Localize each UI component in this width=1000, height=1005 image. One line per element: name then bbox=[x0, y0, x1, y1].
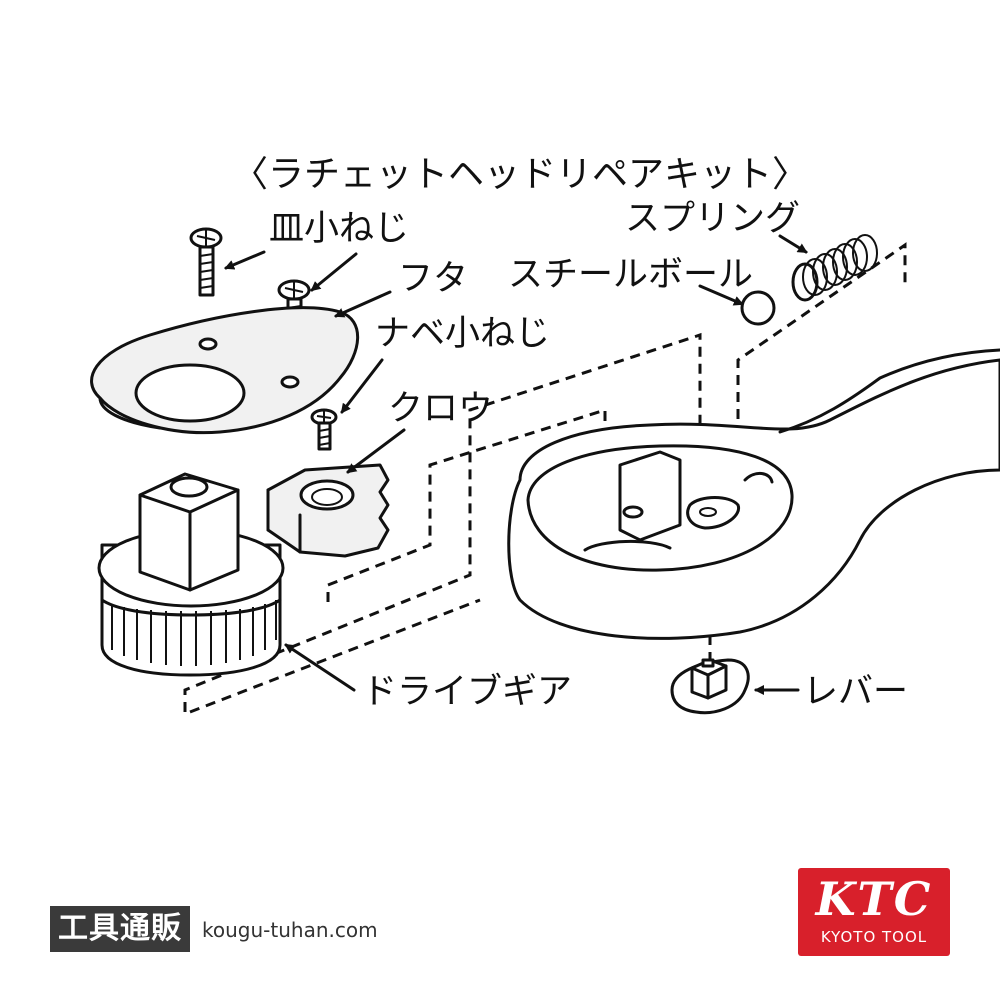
pan-head-screw-part bbox=[310, 408, 338, 451]
label-pawl: クロウ bbox=[388, 389, 493, 429]
spring-part bbox=[791, 234, 878, 302]
steel-ball-part bbox=[740, 290, 776, 326]
label-lever: レバー bbox=[803, 672, 908, 712]
lever-part bbox=[670, 658, 750, 715]
diagram-title: 〈ラチェットヘッドリペアキット〉 bbox=[232, 154, 808, 195]
ktc-logo-mark: KTC bbox=[815, 872, 933, 926]
label-pan-head-screw: ナベ小ねじ bbox=[375, 314, 550, 354]
site-url: kougu-tuhan.com bbox=[202, 918, 378, 942]
ratchet-body-part bbox=[507, 348, 1000, 640]
leader-arrows bbox=[224, 234, 808, 695]
label-spring: スプリング bbox=[625, 199, 800, 239]
label-steel-ball: スチールボール bbox=[508, 255, 753, 295]
label-lid: フタ bbox=[398, 259, 468, 299]
ktc-logo-subtitle: KYOTO TOOL bbox=[820, 928, 928, 946]
label-drive-gear: ドライブギア bbox=[362, 672, 572, 712]
ktc-logo: KTC KYOTO TOOL bbox=[798, 868, 950, 956]
label-countersunk-screw: 皿小ねじ bbox=[269, 209, 409, 249]
pawl-part bbox=[266, 463, 390, 558]
shop-name-badge: 工具通販 bbox=[50, 906, 190, 952]
countersunk-screw-part bbox=[189, 227, 223, 297]
drive-gear-part bbox=[97, 472, 285, 677]
lid-plate-part bbox=[90, 306, 360, 435]
